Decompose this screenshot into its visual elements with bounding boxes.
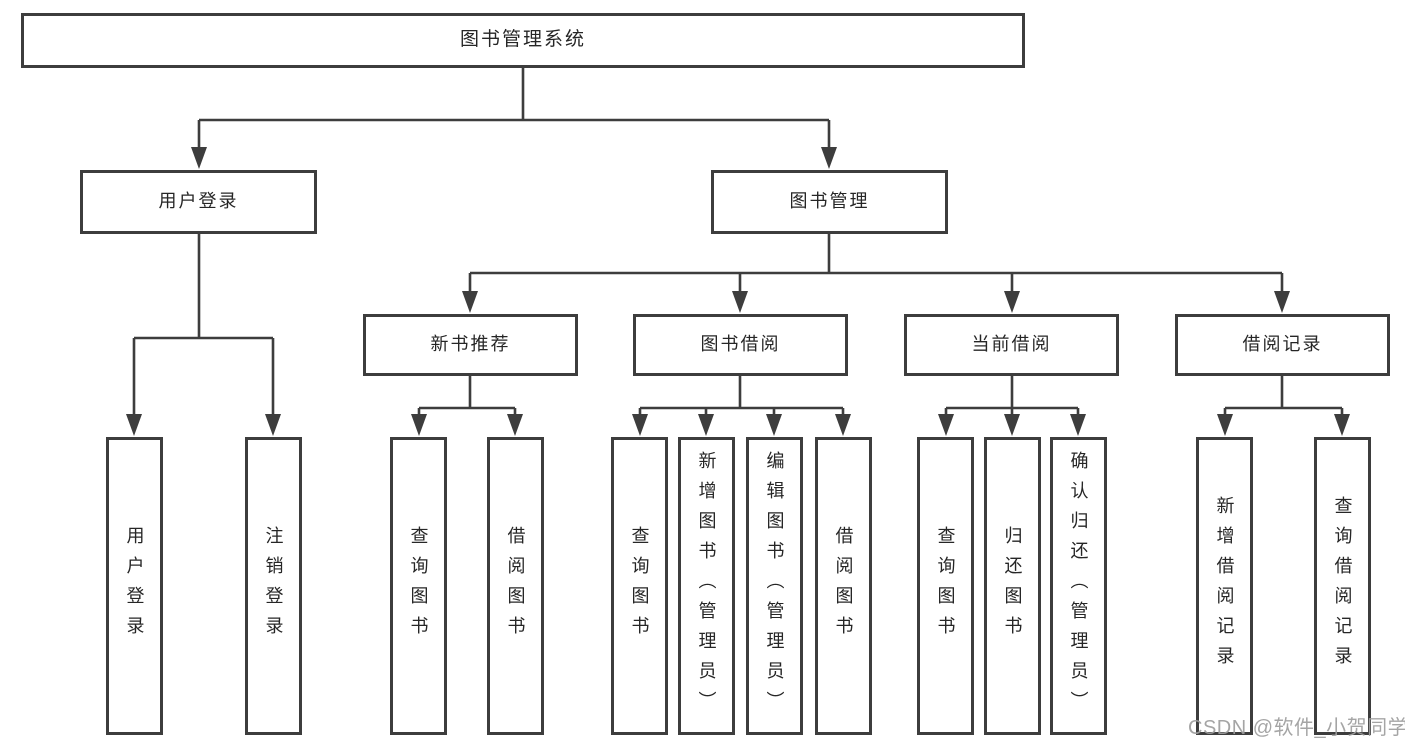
- node-library-management-system: 图书管理系统: [21, 13, 1025, 68]
- leaf-query-books-under-current: 查询图书: [917, 437, 974, 735]
- leaf-confirm-return-admin: 确认归还（管理员）: [1050, 437, 1107, 735]
- node-book-management: 图书管理: [711, 170, 948, 234]
- node-new-book-recommendation: 新书推荐: [363, 314, 578, 376]
- node-borrowing-records: 借阅记录: [1175, 314, 1390, 376]
- leaf-return-book: 归还图书: [984, 437, 1041, 735]
- leaf-add-borrow-record: 新增借阅记录: [1196, 437, 1253, 735]
- node-current-borrowing: 当前借阅: [904, 314, 1119, 376]
- leaf-query-books-under-recommendation: 查询图书: [390, 437, 447, 735]
- leaf-edit-book-admin: 编辑图书（管理员）: [746, 437, 803, 735]
- node-user-login: 用户登录: [80, 170, 317, 234]
- leaf-logout: 注销登录: [245, 437, 302, 735]
- leaf-borrow-books-under-recommendation: 借阅图书: [487, 437, 544, 735]
- csdn-watermark: CSDN @软件_小贺同学: [1188, 717, 1405, 739]
- leaf-query-books-under-borrowing: 查询图书: [611, 437, 668, 735]
- leaf-user-login: 用户登录: [106, 437, 163, 735]
- leaf-borrow-books-under-borrowing: 借阅图书: [815, 437, 872, 735]
- leaf-query-borrow-record: 查询借阅记录: [1314, 437, 1371, 735]
- leaf-add-book-admin: 新增图书（管理员）: [678, 437, 735, 735]
- node-book-borrowing: 图书借阅: [633, 314, 848, 376]
